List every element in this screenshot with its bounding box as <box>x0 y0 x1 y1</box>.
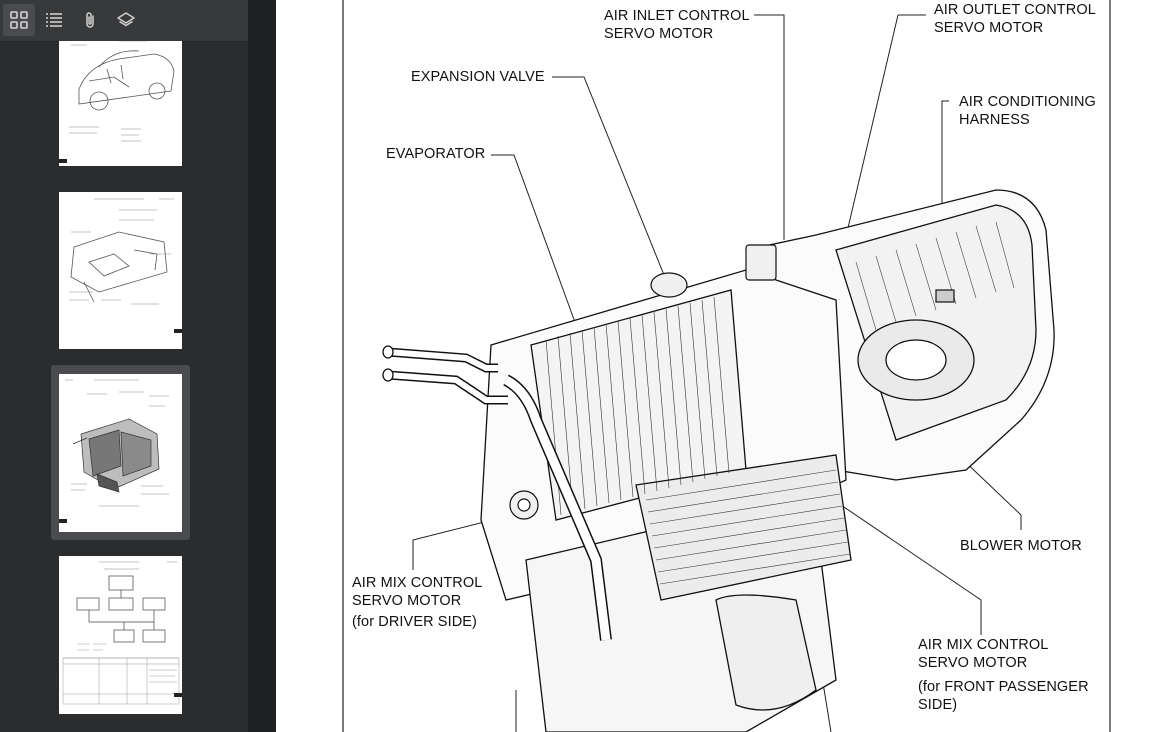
attachments-icon <box>86 12 94 28</box>
car-illustration-thumbnail <box>59 41 175 163</box>
refrigerant-pipes <box>382 345 612 641</box>
label-air-inlet-line2: SERVO MOTOR <box>604 26 714 42</box>
label-ac-harness-line2: HARNESS <box>959 112 1030 128</box>
label-air-mix-passenger-line1: AIR MIX CONTROL <box>918 637 1049 653</box>
ac-unit-diagram <box>342 0 1111 732</box>
label-air-mix-passenger-line4: SIDE) <box>918 697 958 713</box>
label-air-mix-driver-line2: SERVO MOTOR <box>352 593 462 609</box>
label-air-mix-driver-line1: AIR MIX CONTROL <box>352 575 483 591</box>
sidebar <box>0 0 248 732</box>
outline-button[interactable] <box>38 4 70 36</box>
sidebar-splitter[interactable] <box>248 0 276 732</box>
evaporator-fins <box>545 296 730 516</box>
ac-unit-illustration-thumbnail <box>59 379 169 523</box>
attachments-button[interactable] <box>74 4 106 36</box>
system-diagram-thumbnail <box>62 561 182 705</box>
document-page: AIR INLET CONTROL SERVO MOTOR AIR OUTLET… <box>276 0 1156 732</box>
thumbnails-icon <box>10 11 28 29</box>
thumbnail-list[interactable] <box>0 41 248 732</box>
label-air-mix-passenger-line3: (for FRONT PASSENGER <box>918 679 1089 695</box>
dashboard-illustration-thumbnail <box>69 198 182 333</box>
label-air-inlet-line1: AIR INLET CONTROL <box>604 8 750 24</box>
label-expansion-valve: EXPANSION VALVE <box>411 69 545 85</box>
heater-core-fins <box>645 469 851 585</box>
page-thumbnail-2[interactable] <box>59 192 182 349</box>
label-ac-harness-line1: AIR CONDITIONING <box>959 94 1096 110</box>
page-thumbnail-4[interactable] <box>59 556 182 714</box>
page-thumbnail-1[interactable] <box>59 41 182 166</box>
thumbnails-button[interactable] <box>3 4 35 36</box>
servo-motors <box>509 244 955 520</box>
label-air-mix-driver-line3: (for DRIVER SIDE) <box>352 614 477 630</box>
page-thumbnail-3[interactable] <box>59 374 182 532</box>
label-blower-motor: BLOWER MOTOR <box>960 538 1082 554</box>
layers-button[interactable] <box>110 4 142 36</box>
sidebar-toolbar <box>0 0 248 42</box>
label-air-outlet-line1: AIR OUTLET CONTROL <box>934 2 1096 18</box>
layers-icon <box>117 12 135 27</box>
outline-icon <box>46 13 62 27</box>
label-evaporator: EVAPORATOR <box>386 146 486 162</box>
label-air-outlet-line2: SERVO MOTOR <box>934 20 1044 36</box>
label-air-mix-passenger-line2: SERVO MOTOR <box>918 655 1028 671</box>
